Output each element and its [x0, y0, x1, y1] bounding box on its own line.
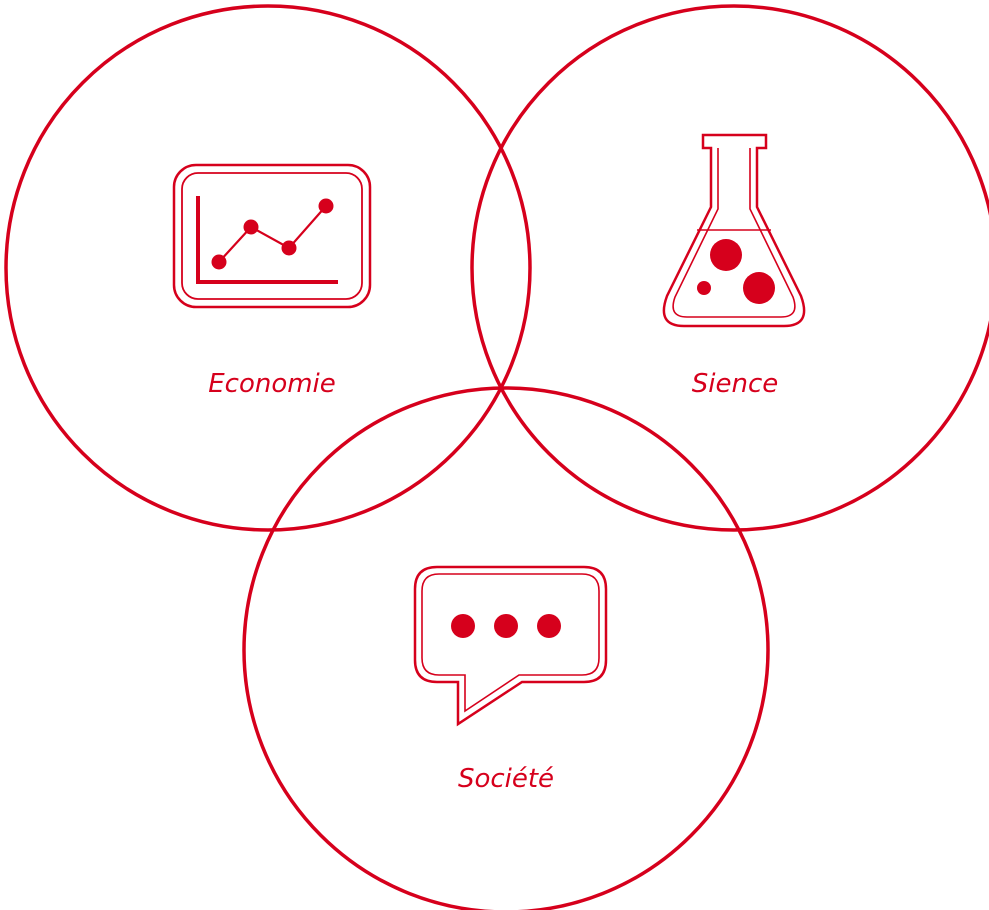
venn-circles [4, 4, 989, 910]
circle-economie [4, 4, 532, 532]
label-sience: Sience [692, 369, 779, 399]
label-societe: Société [458, 764, 554, 794]
speech-bubble-icon [413, 565, 608, 727]
label-economie: Economie [208, 369, 336, 399]
flask-icon [662, 133, 806, 328]
circle-sience [470, 4, 989, 532]
line-chart-icon [172, 163, 372, 309]
circle-societe [242, 386, 770, 910]
